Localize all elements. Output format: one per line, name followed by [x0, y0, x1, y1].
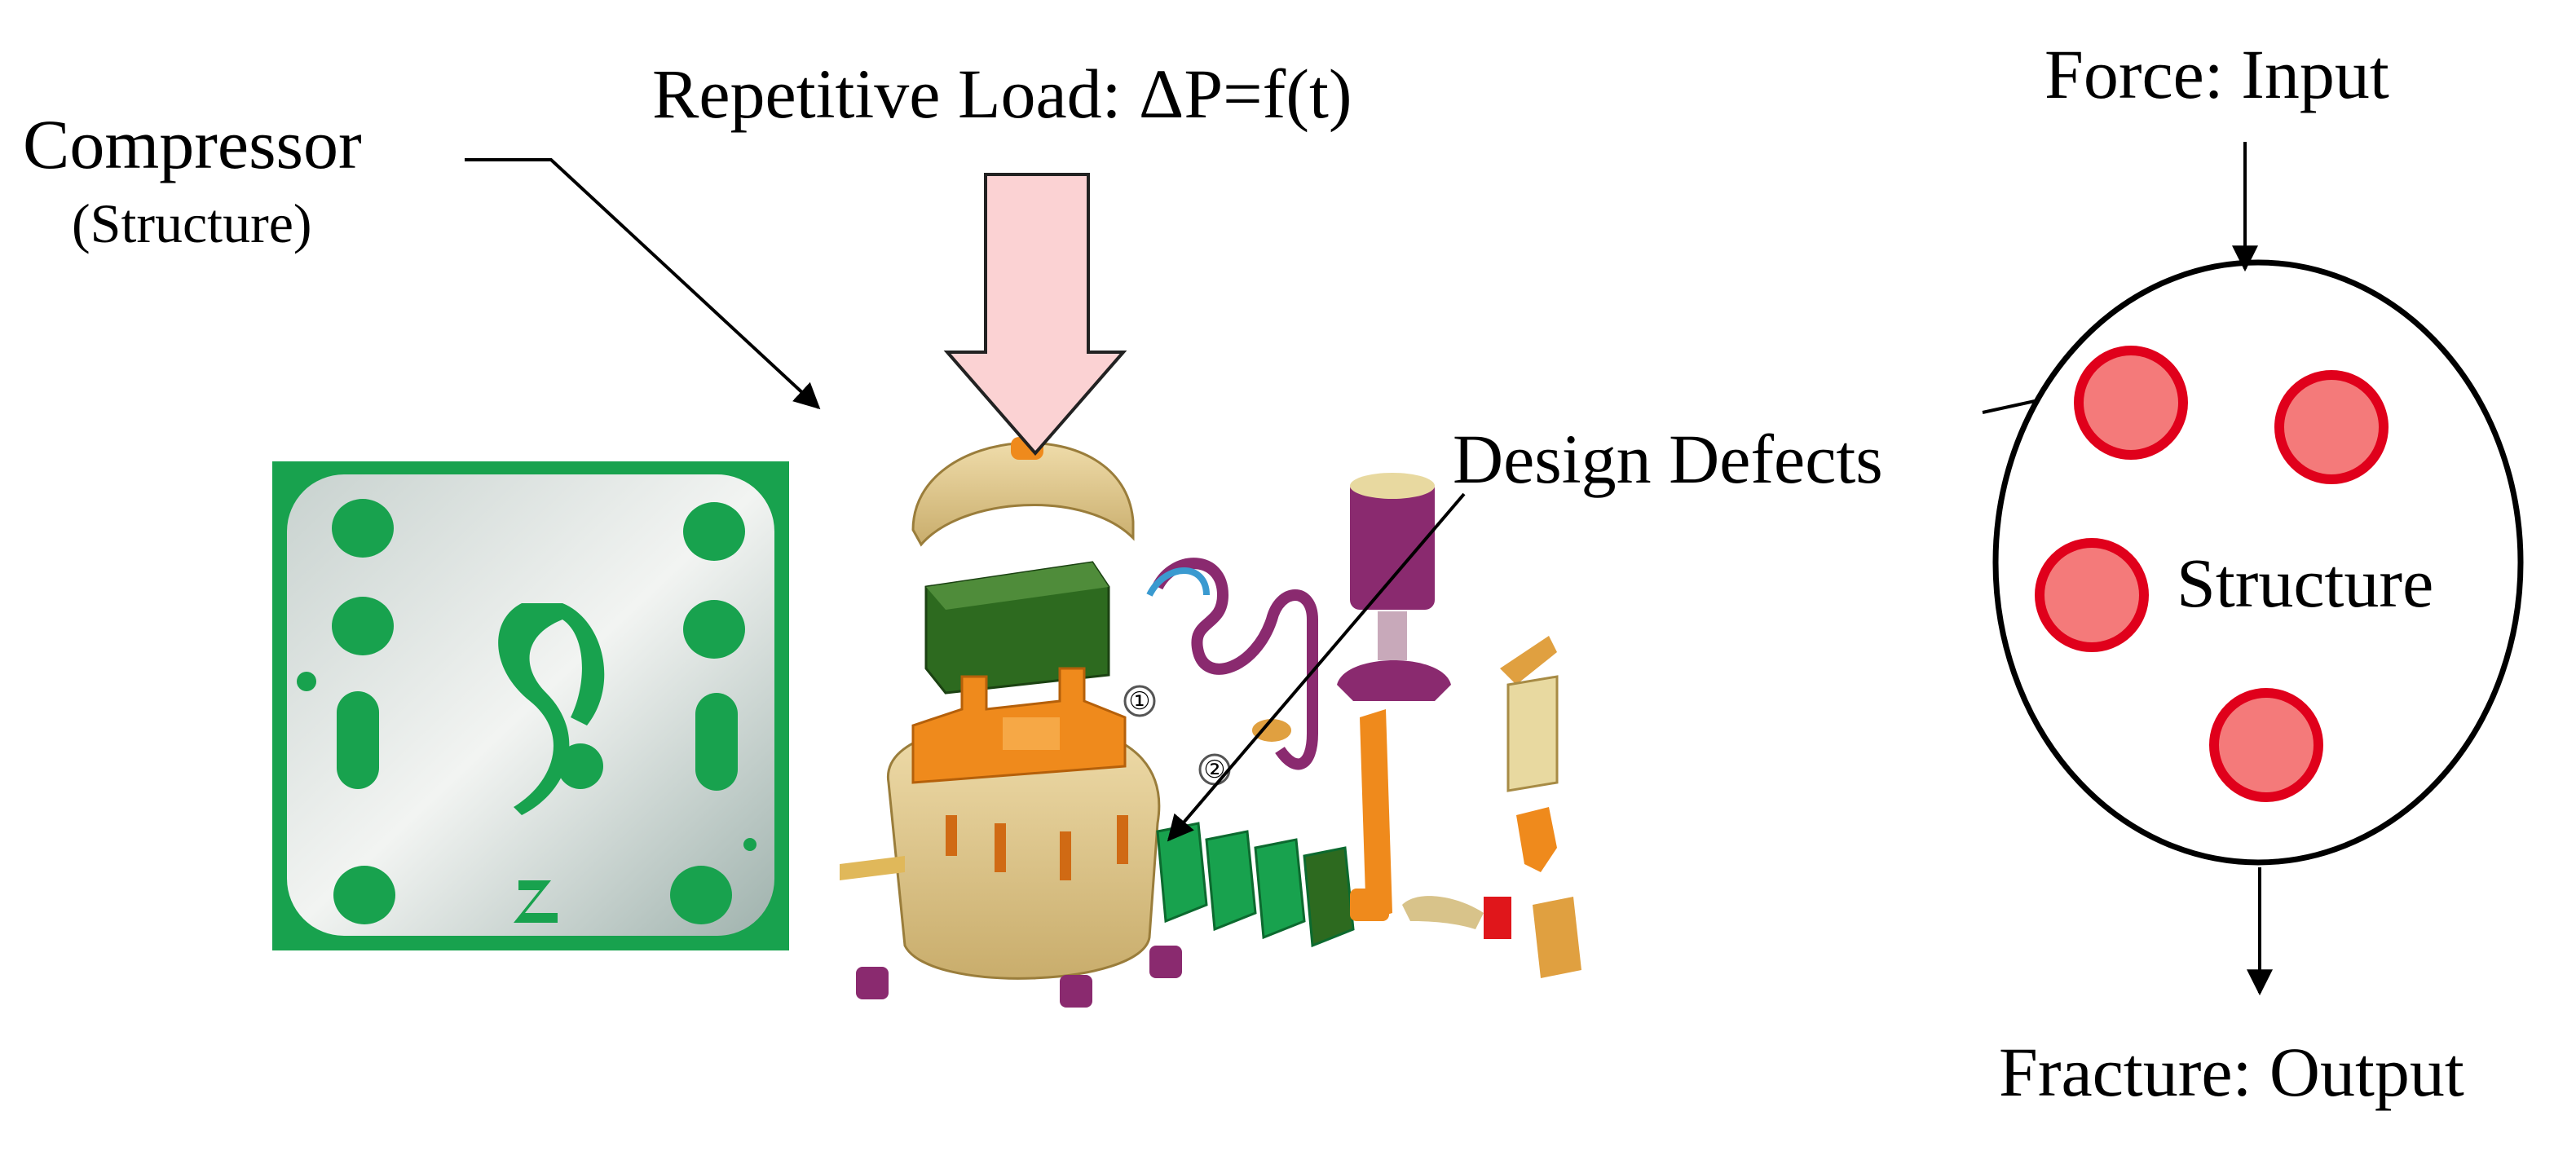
defects-leader-arrow-1: [1167, 492, 1466, 842]
design-defects-label: Design Defects: [1453, 420, 1883, 498]
fracture-output-label: Fracture: Output: [1999, 1033, 2464, 1111]
valve-plate-photo: [272, 461, 789, 950]
structure-ellipse-icon: [1992, 259, 2524, 866]
defect-circle-2: [2274, 370, 2389, 484]
compressor-label: Compressor: [23, 105, 362, 183]
load-label: Repetitive Load: ΔP=f(t): [652, 55, 1352, 133]
svg-text:①: ①: [1129, 687, 1151, 716]
defect-circle-4: [2209, 688, 2323, 802]
svg-text:②: ②: [1204, 756, 1226, 784]
structure-label: Structure: [2177, 544, 2434, 622]
compressor-leader-arrow: [465, 158, 821, 410]
defect-circle-3: [2035, 538, 2149, 652]
defect-circle-1: [2074, 346, 2188, 460]
valve-gasket-stack: [1156, 822, 1355, 948]
part-marker-2: ②: [1198, 753, 1231, 786]
compressor-sublabel: (Structure): [72, 192, 312, 254]
load-arrow-icon: [943, 173, 1127, 456]
defect-circles: [2035, 346, 2389, 802]
part-marker-1: ①: [1123, 685, 1156, 717]
exploded-compressor-icon: [840, 437, 1581, 1008]
force-input-label: Force: Input: [2044, 35, 2389, 113]
